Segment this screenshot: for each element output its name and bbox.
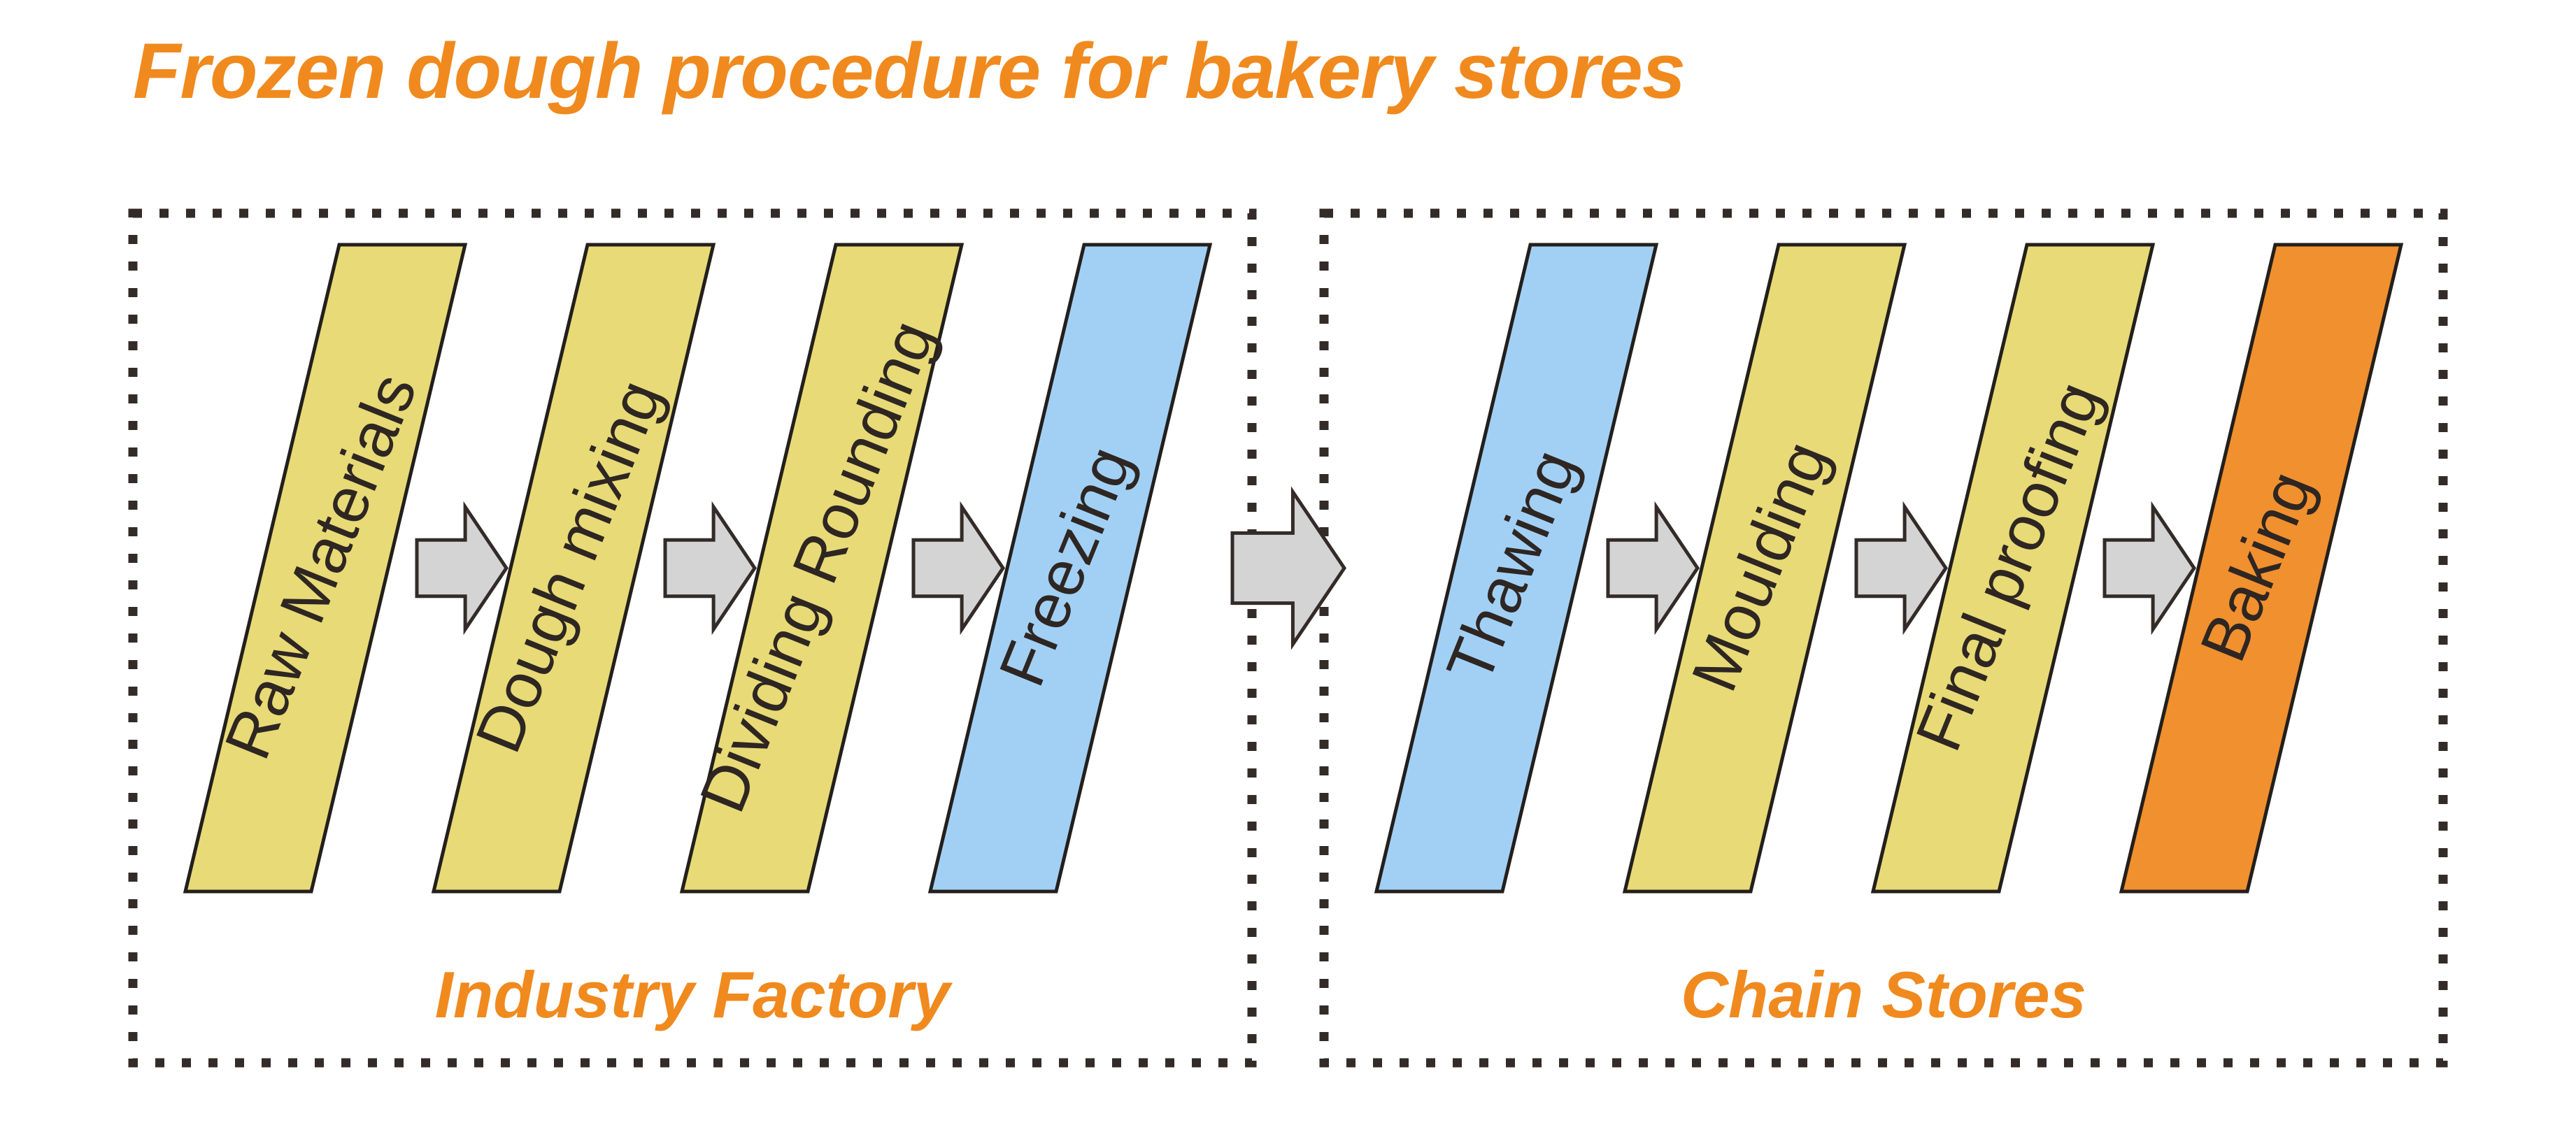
arrow-proofing-to-baking[interactable] (2102, 501, 2197, 636)
arrow-dividing-to-freezing[interactable] (911, 501, 1006, 636)
step-shape-raw-materials[interactable] (183, 243, 468, 894)
step-shape-final-proofing[interactable] (1870, 243, 2156, 894)
step-shape-moulding[interactable] (1622, 243, 1907, 894)
zone-border-chain-stores (1319, 208, 2448, 1068)
arrow-factory-to-stores[interactable] (1230, 486, 1347, 650)
step-shape-dough-mixing[interactable] (431, 243, 716, 894)
zone-caption-industry-factory: Industry Factory (435, 958, 953, 1031)
zone-caption-chain-stores: Chain Stores (1681, 958, 2086, 1031)
zone-border-industry-factory (128, 208, 1257, 1068)
step-shape-thawing[interactable] (1374, 243, 1659, 894)
arrow-thawing-to-moulding[interactable] (1606, 501, 1700, 636)
step-shape-freezing[interactable] (927, 243, 1213, 894)
arrow-mixing-to-dividing[interactable] (663, 501, 757, 636)
arrow-raw-to-mixing[interactable] (415, 501, 509, 636)
page-title: Frozen dough procedure for bakery stores (133, 27, 1685, 115)
step-shape-baking[interactable] (2119, 243, 2404, 894)
arrow-moulding-to-proofing[interactable] (1854, 501, 1949, 636)
step-shape-dividing-rounding[interactable] (679, 243, 965, 894)
